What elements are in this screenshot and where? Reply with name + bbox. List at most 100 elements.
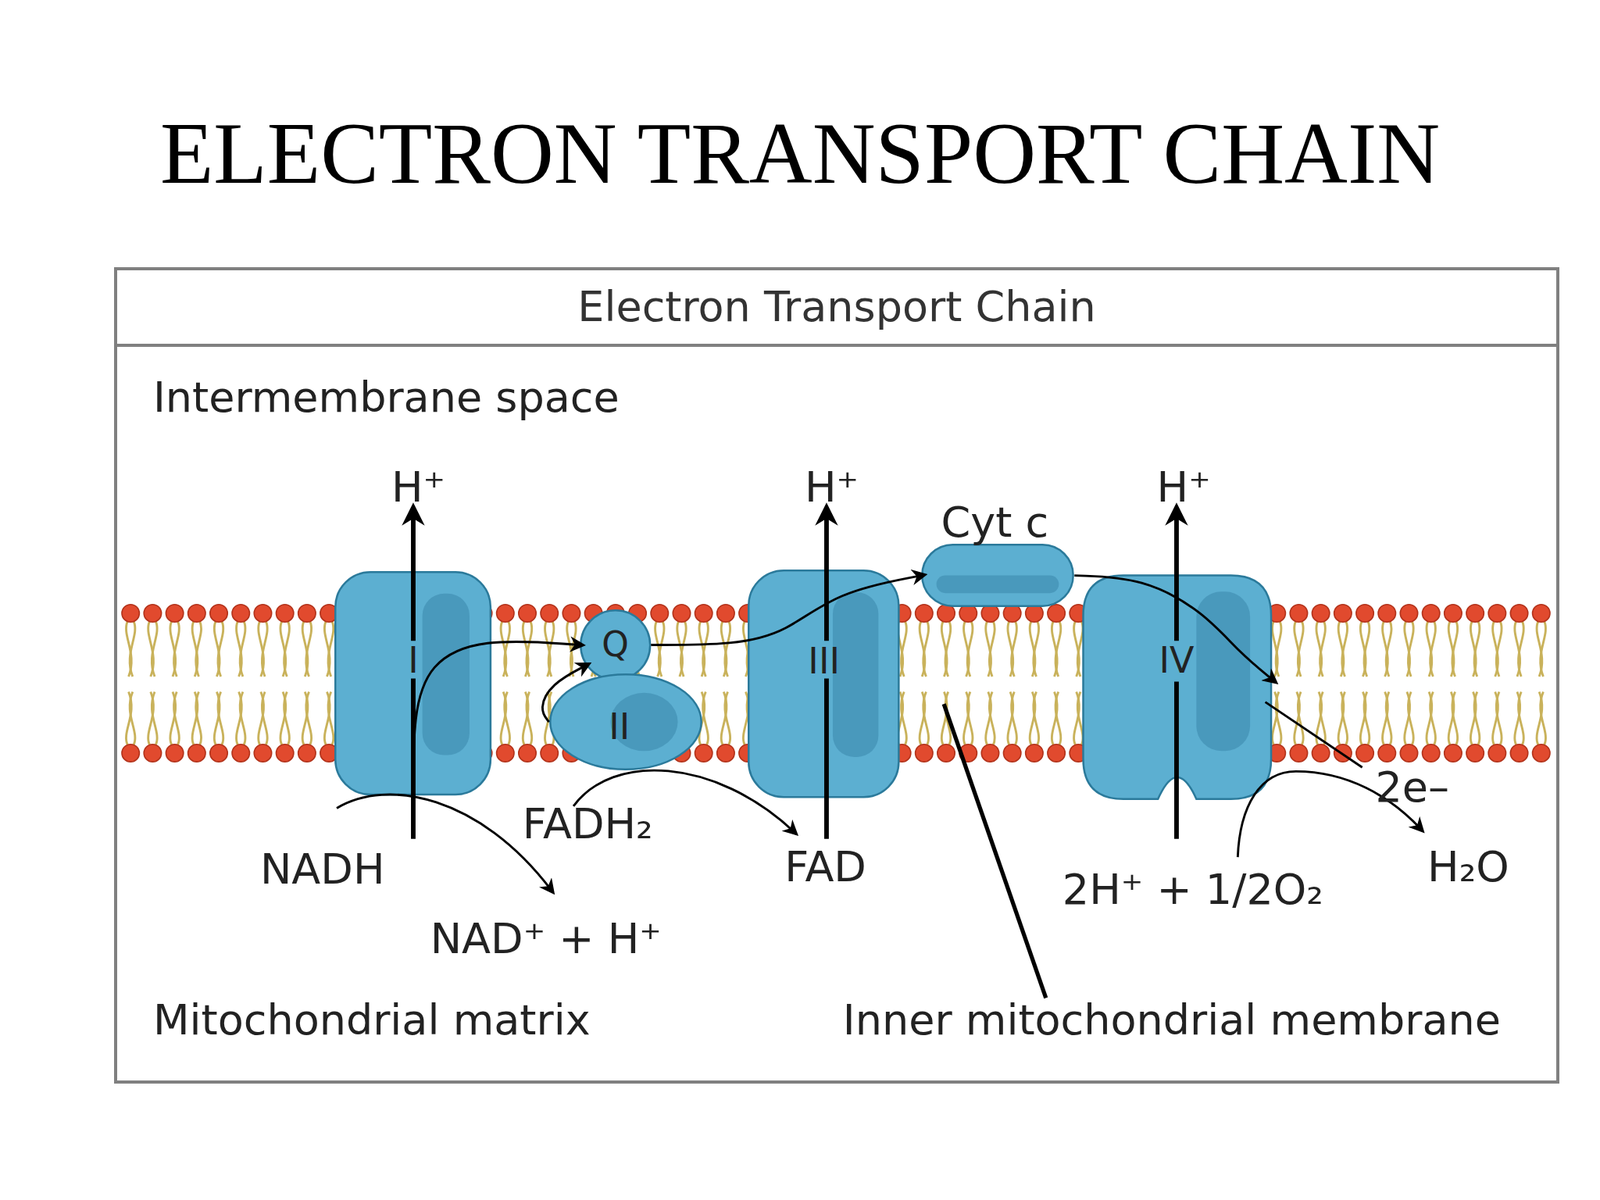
lipid-tail (967, 621, 973, 677)
text-label: FAD (784, 846, 867, 889)
lipid-tail (174, 621, 180, 677)
text-label: 2H⁺ + 1/2O₂ (1062, 868, 1324, 911)
lipid-tail (129, 621, 136, 677)
lipid-head (1334, 744, 1352, 762)
complex-body (550, 674, 701, 770)
lipid-tail (1496, 692, 1502, 746)
lipid-head (188, 744, 206, 762)
lipid-head (1378, 604, 1396, 622)
lipid-head (1400, 604, 1418, 622)
lipid-tail (1320, 621, 1326, 677)
lipid-head (1378, 744, 1396, 762)
node-label: I (407, 642, 419, 679)
lipid-head (210, 604, 228, 622)
text-label: H⁺ (804, 466, 859, 509)
complex-outline (921, 543, 1075, 608)
lipid-head (165, 744, 183, 762)
lipid-head (981, 744, 999, 762)
lipid-tail (504, 621, 511, 677)
text-label: FADH₂ (522, 803, 654, 846)
lipid-tail (989, 692, 995, 746)
lipid-head (143, 744, 161, 762)
complex-body (749, 570, 900, 797)
lipid-tail (945, 621, 951, 677)
text-label: NADH (260, 848, 386, 891)
lipid-tail (1385, 621, 1392, 677)
lipid-tail (901, 621, 908, 677)
node-label: Cyt c (941, 501, 1050, 544)
water-formation-arrow (1237, 771, 1421, 858)
node-label: Q (601, 627, 629, 662)
frame-header: Electron Transport Chain (117, 270, 1556, 347)
lipid-tail (1517, 692, 1524, 746)
lipid-tail (1452, 621, 1458, 677)
lipid-head (694, 604, 712, 622)
lipid-tail (261, 692, 268, 746)
nadh-oxidation-arrow (336, 794, 551, 890)
lipid-head (1025, 744, 1043, 762)
text-label: Mitochondrial matrix (153, 999, 591, 1042)
lipid-tail (1430, 692, 1436, 746)
protein-complex: I (334, 571, 492, 796)
lipid-tail (526, 621, 533, 677)
text-label: NAD⁺ + H⁺ (430, 917, 662, 961)
node-label: II (608, 708, 630, 745)
lipid-tail (923, 621, 929, 677)
lipid-tail (1033, 621, 1040, 677)
lipid-tail (1297, 621, 1304, 677)
lipid-tail (1540, 621, 1547, 677)
fadh2-oxidation-arrow (573, 770, 794, 832)
lipid-head (298, 744, 316, 762)
lipid-head (1466, 744, 1484, 762)
complex-body (1083, 575, 1272, 800)
lipid-head (143, 604, 161, 622)
lipid-head (232, 744, 250, 762)
lipid-head (672, 604, 690, 622)
lipid-tail (284, 692, 290, 746)
lipid-tail (1452, 692, 1458, 746)
lipid-tail (1474, 692, 1480, 746)
node-label: IV (1159, 642, 1195, 679)
lipid-tail (1342, 621, 1348, 677)
lipid-head (1356, 604, 1374, 622)
lipid-tail (1275, 692, 1282, 746)
lipid-tail (328, 692, 334, 746)
lipid-head (298, 604, 316, 622)
complex-body (335, 572, 492, 796)
lipid-tail (570, 621, 576, 677)
lipid-tail (306, 692, 312, 746)
lipid-tail (504, 692, 511, 746)
lipid-tail (703, 621, 709, 677)
lipid-head (1488, 744, 1506, 762)
lipid-tail (1385, 692, 1392, 746)
lipid-tail (328, 621, 334, 677)
lipid-head (1510, 744, 1528, 762)
lipid-tail (1342, 692, 1348, 746)
lipid-head (650, 604, 668, 622)
lipid-tail (1275, 621, 1282, 677)
text-label: Inner mitochondrial membrane (842, 999, 1501, 1042)
cytochrome-c: Cyt c (921, 543, 1075, 608)
lipid-tail (196, 692, 202, 746)
protein-complex: II (549, 673, 703, 771)
complex-shade (832, 592, 879, 758)
protein-complex: IV (1081, 573, 1274, 801)
lipid-tail (526, 692, 533, 746)
proton-pump-arrow (1174, 516, 1179, 641)
frame-box: Electron Transport ChainIQIIIIICyt cIV (114, 267, 1559, 1084)
lipid-head (1466, 604, 1484, 622)
lipid-tail (151, 692, 158, 746)
lipid-head (1488, 604, 1506, 622)
lipid-head (915, 744, 933, 762)
electron-leader-line (1265, 702, 1363, 768)
lipid-tail (703, 692, 709, 746)
lipid-tail (217, 621, 224, 677)
electron-flow-arrow (1074, 575, 1274, 681)
lipid-head (717, 744, 735, 762)
complex-shade (422, 593, 470, 756)
lipid-head (1532, 604, 1550, 622)
lipid-head (1444, 604, 1462, 622)
lipid-tail (1407, 621, 1414, 677)
lipid-tail (1297, 692, 1304, 746)
text-label: H₂O (1427, 846, 1510, 889)
